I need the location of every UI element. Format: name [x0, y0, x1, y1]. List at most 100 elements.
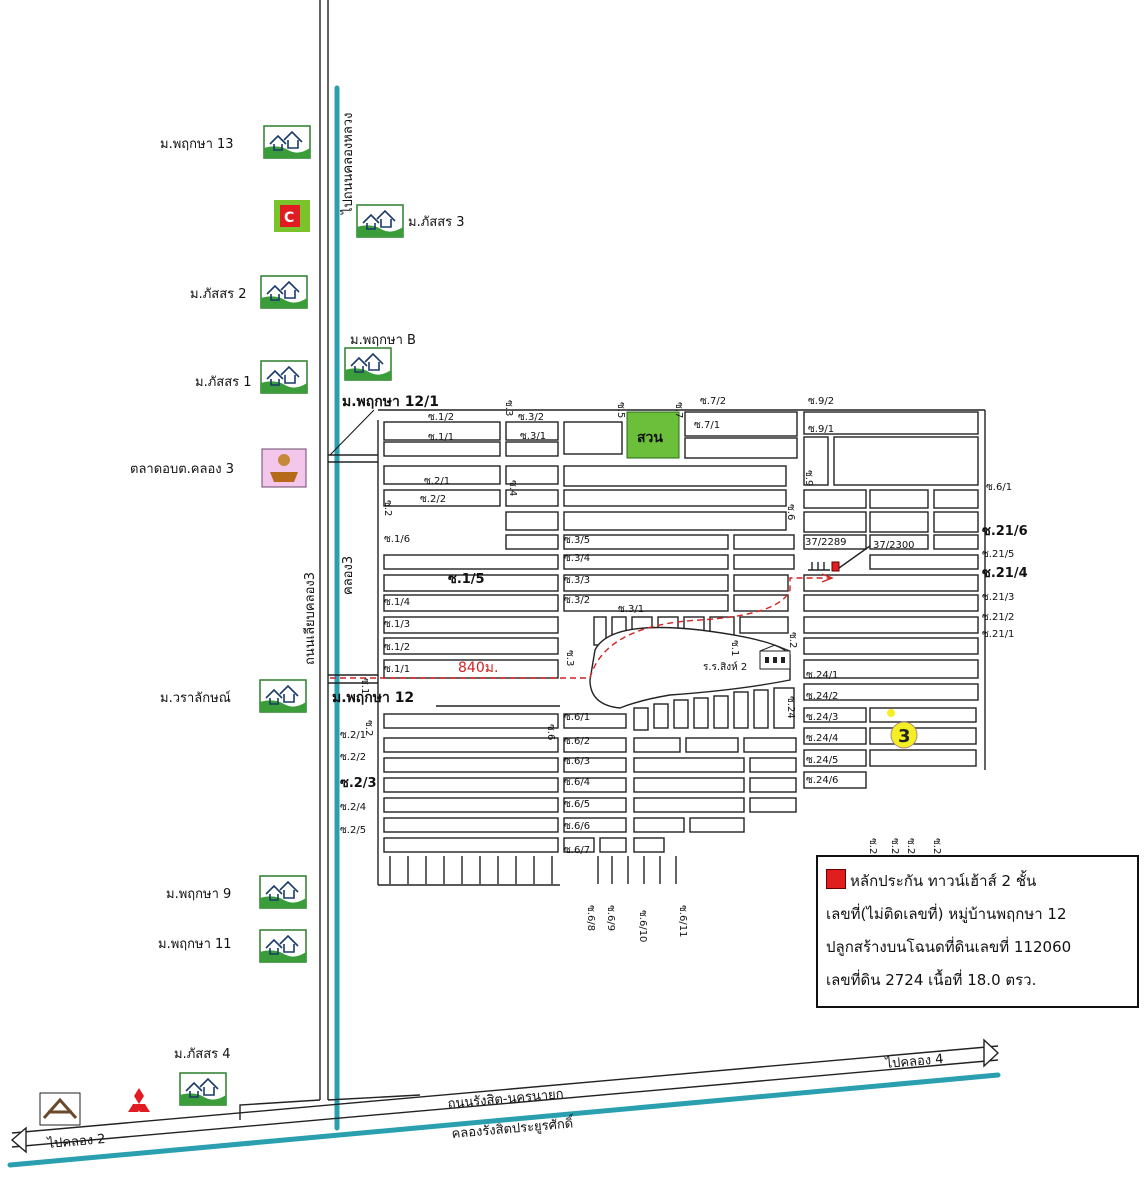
soi-label: ซ.1 [729, 640, 740, 656]
block [803, 534, 867, 550]
block [563, 489, 787, 507]
soi-label: ซ.24/2 [806, 691, 838, 702]
block [803, 594, 979, 612]
block [563, 777, 627, 793]
soi-label: ซ.24/1 [806, 670, 838, 681]
soi-label: ซ.2/1 [424, 476, 450, 487]
soi-label: ซ.24/7 [867, 838, 878, 870]
entrance-12-1-label: ม.พฤกษา 12/1 [342, 394, 439, 410]
block [803, 511, 867, 533]
big-c-logo: C [274, 200, 310, 232]
block [869, 534, 929, 550]
block [633, 817, 685, 833]
block [689, 817, 745, 833]
block [563, 797, 627, 813]
soi-label: ซ.2 [363, 720, 374, 736]
block [673, 699, 689, 729]
block [869, 749, 977, 767]
soi-label: ซ.6/11 [677, 905, 688, 937]
block [753, 689, 769, 729]
house-icon [260, 275, 308, 309]
block [563, 554, 729, 570]
block [633, 757, 745, 773]
block [383, 637, 559, 655]
block [933, 534, 979, 550]
block [653, 703, 669, 729]
badge-3 [890, 721, 918, 749]
soi-label: ซ.1 [359, 678, 370, 694]
soi-label: ซ.2/1 [340, 730, 366, 741]
main-road-label: ถนนรังสิต-นครนายก [447, 1087, 564, 1112]
block [383, 574, 559, 592]
block [633, 737, 681, 753]
legend-box: หลักประกัน ทาวน์เฮ้าส์ 2 ชั้น เลขที่(ไม่… [816, 855, 1139, 1008]
block [684, 411, 798, 437]
brand-logo-left [39, 1092, 81, 1126]
soi-label: ซ.6/2 [564, 736, 590, 747]
block [803, 574, 979, 592]
block [383, 594, 559, 612]
soi-label: ซ.3/5 [564, 535, 590, 546]
soi-label: ซ.3 [503, 400, 514, 416]
block [505, 465, 559, 485]
block [749, 797, 797, 813]
block [739, 616, 789, 634]
park [626, 411, 680, 459]
block [383, 777, 559, 793]
block [713, 695, 729, 729]
soi-label: ซ.6 [785, 504, 796, 520]
block [833, 436, 979, 486]
soi-label: ซ.24/4 [806, 733, 838, 744]
block [563, 534, 729, 550]
village-label: ม.วราลักษณ์ [160, 690, 231, 706]
soi-label: ซ.2/4 [340, 802, 366, 813]
soi-label: ซ.24/3 [806, 712, 838, 723]
block [773, 687, 795, 729]
block [803, 436, 829, 486]
block [803, 489, 867, 509]
block [684, 437, 798, 459]
distance-label: 840ม. [458, 660, 498, 676]
block [803, 659, 979, 679]
soi-label: ซ.1/2 [428, 412, 454, 423]
block [505, 534, 559, 550]
soi-label: ซ.6/1 [986, 482, 1012, 493]
legend-line-2: เลขที่(ไม่ติดเลขที่) หมู่บ้านพฤกษา 12 [826, 905, 1067, 923]
block [383, 616, 559, 634]
block [633, 777, 745, 793]
soi-label: ซ.21/2 [982, 612, 1014, 623]
block [563, 737, 627, 753]
soi-label: ซ.24/6 [806, 775, 838, 786]
soi-label: ซ.2 [382, 500, 393, 516]
school-icon [759, 644, 791, 670]
block [383, 489, 501, 507]
svg-text:C: C [284, 210, 294, 226]
block [869, 554, 979, 570]
block [563, 574, 729, 592]
soi-label: ซ.6/9 [605, 905, 616, 931]
block [563, 421, 623, 455]
house-icon [259, 679, 307, 713]
plot-a-label: 37/2289 [805, 537, 847, 548]
soi-labels: ซ.1/2ซ.1/1ซ.3/2ซ.3/1ซ.7/2ซ.7/1ซ.9/2ซ.9/1… [340, 396, 1028, 942]
block [505, 511, 559, 531]
soi-label: ซ.6/7 [564, 845, 590, 856]
to-klong4-label: ไปคลอง 4 [884, 1051, 944, 1072]
main-canal [7, 1072, 1001, 1168]
village-label: ม.พฤกษา 9 [166, 887, 231, 902]
plot-b-label: 37/2300 [873, 540, 915, 551]
block [733, 534, 795, 550]
soi-label: ซ.21/1 [982, 629, 1014, 640]
legend-line-3: ปลูกสร้างบนโฉนดที่ดินเลขที่ 112060 [826, 938, 1072, 956]
village-label: ม.พฤกษา 11 [158, 937, 232, 952]
block [743, 737, 797, 753]
village-label: ม.พฤกษา 13 [160, 137, 234, 152]
block [383, 737, 559, 753]
block [633, 707, 649, 731]
block [803, 616, 979, 634]
soi-label: ซ.9/1 [808, 424, 834, 435]
soi-label: ซ.24/8 [889, 838, 900, 870]
house-icon [356, 204, 404, 238]
block [383, 554, 559, 570]
village-label: ม.ภัสสร 1 [195, 375, 252, 390]
